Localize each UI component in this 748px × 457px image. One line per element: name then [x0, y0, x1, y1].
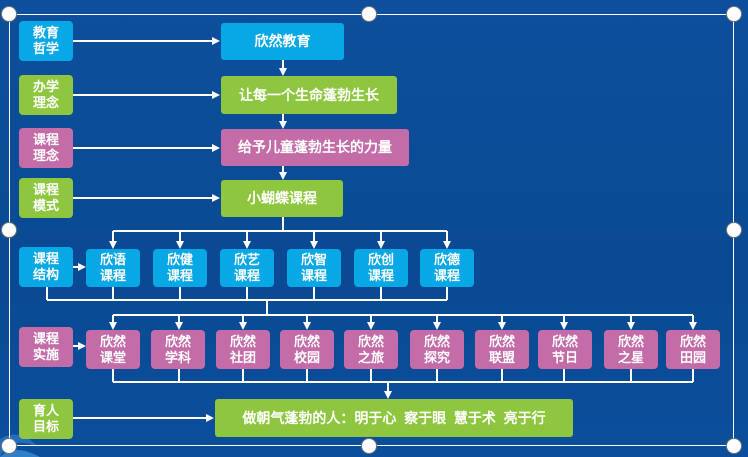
- implementation-item[interactable]: 欣然 社团: [216, 330, 270, 369]
- label-goal: 育人 目标: [19, 399, 73, 439]
- box-curriculum-idea[interactable]: 给予儿童蓬勃生长的力量: [221, 129, 409, 166]
- structure-item[interactable]: 欣健 课程: [153, 249, 207, 287]
- resize-handle-top-left[interactable]: [1, 6, 17, 22]
- resize-handle-bottom-right[interactable]: [726, 438, 742, 454]
- implementation-item[interactable]: 欣然 课堂: [86, 330, 140, 369]
- structure-item[interactable]: 欣智 课程: [287, 249, 341, 287]
- implementation-item[interactable]: 欣然 之旅: [344, 330, 398, 369]
- structure-item[interactable]: 欣德 课程: [420, 249, 474, 287]
- implementation-item[interactable]: 欣然 探究: [410, 330, 464, 369]
- label-implementation: 课程 实施: [19, 327, 73, 367]
- label-curriculum-mode: 课程 模式: [19, 178, 73, 218]
- resize-handle-top[interactable]: [361, 6, 377, 22]
- box-mission[interactable]: 让每一个生命蓬勃生长: [221, 76, 397, 114]
- implementation-item[interactable]: 欣然 田园: [666, 330, 720, 369]
- resize-handle-bottom-left[interactable]: [1, 438, 17, 454]
- box-goal[interactable]: 做朝气蓬勃的人：明于心 察于眼 慧于术 亮于行: [215, 399, 573, 437]
- structure-item[interactable]: 欣创 课程: [354, 249, 408, 287]
- implementation-item[interactable]: 欣然 联盟: [475, 330, 529, 369]
- implementation-item[interactable]: 欣然 校园: [280, 330, 334, 369]
- implementation-item[interactable]: 欣然 之星: [604, 330, 658, 369]
- structure-item[interactable]: 欣艺 课程: [220, 249, 274, 287]
- resize-handle-top-right[interactable]: [726, 6, 742, 22]
- box-philosophy[interactable]: 欣然教育: [221, 23, 344, 60]
- resize-handle-left[interactable]: [1, 222, 17, 238]
- resize-handle-right[interactable]: [726, 222, 742, 238]
- implementation-item[interactable]: 欣然 学科: [151, 330, 205, 369]
- label-mission: 办学 理念: [19, 75, 73, 115]
- box-curriculum-mode[interactable]: 小蝴蝶课程: [221, 180, 343, 217]
- label-curriculum-idea: 课程 理念: [19, 128, 73, 168]
- label-structure: 课程 结构: [19, 247, 73, 287]
- resize-handle-bottom[interactable]: [361, 438, 377, 454]
- implementation-item[interactable]: 欣然 节日: [538, 330, 592, 369]
- structure-item[interactable]: 欣语 课程: [86, 249, 140, 287]
- selection-frame: [9, 14, 734, 446]
- label-philosophy: 教育 哲学: [19, 21, 73, 61]
